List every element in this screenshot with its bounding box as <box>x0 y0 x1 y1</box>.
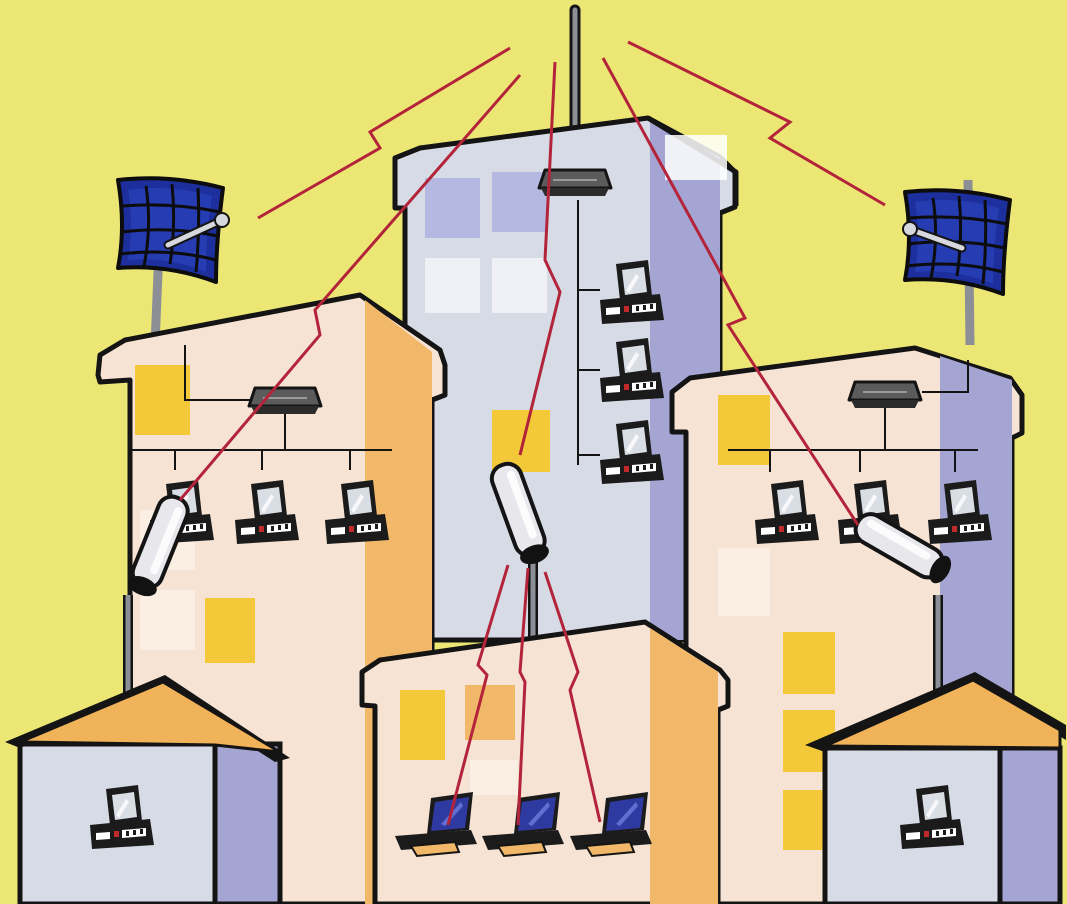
window <box>425 258 480 313</box>
window <box>718 395 770 465</box>
window <box>135 365 190 435</box>
window <box>425 178 480 238</box>
window <box>140 590 195 650</box>
window <box>492 258 547 313</box>
network-hub-icon <box>249 388 321 414</box>
window <box>400 690 445 760</box>
window <box>492 410 550 472</box>
bottom-center-building <box>362 622 728 904</box>
window <box>470 760 518 795</box>
window <box>783 632 835 694</box>
window <box>718 548 770 616</box>
network-hub-icon <box>849 382 921 408</box>
window <box>492 172 547 232</box>
window <box>205 598 255 663</box>
